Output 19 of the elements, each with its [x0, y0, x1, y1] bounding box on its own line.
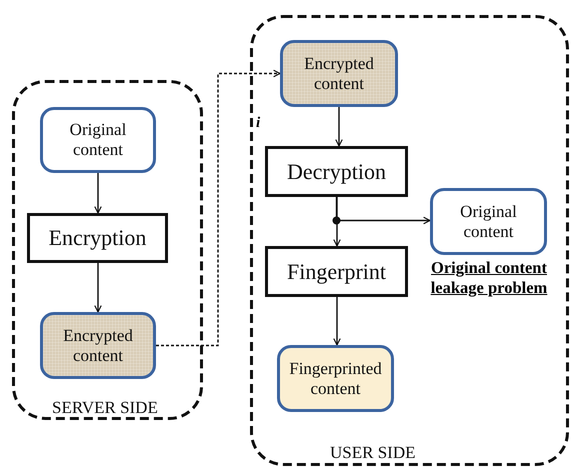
process-box: Fingerprint: [265, 246, 408, 297]
process-box: Encryption: [27, 213, 168, 263]
content-box: Fingerprinted content: [277, 345, 394, 412]
arrow: [156, 70, 281, 346]
content-box: Original content: [430, 188, 547, 255]
content-box: Original content: [40, 107, 156, 173]
group-title: USER SIDE: [330, 443, 416, 463]
arrow: [94, 173, 102, 214]
caption-text: Original content leakage problem: [430, 258, 548, 298]
content-box: Encrypted content: [280, 40, 398, 107]
group-title: SERVER SIDE: [52, 398, 158, 418]
arrow: [333, 297, 341, 346]
arrow: [336, 197, 431, 224]
annotation-text: i: [256, 115, 260, 132]
arrow: [333, 197, 341, 247]
arrow: [335, 107, 343, 147]
arrow: [94, 263, 102, 313]
process-box: Decryption: [265, 146, 408, 197]
content-box: Encrypted content: [40, 312, 156, 379]
